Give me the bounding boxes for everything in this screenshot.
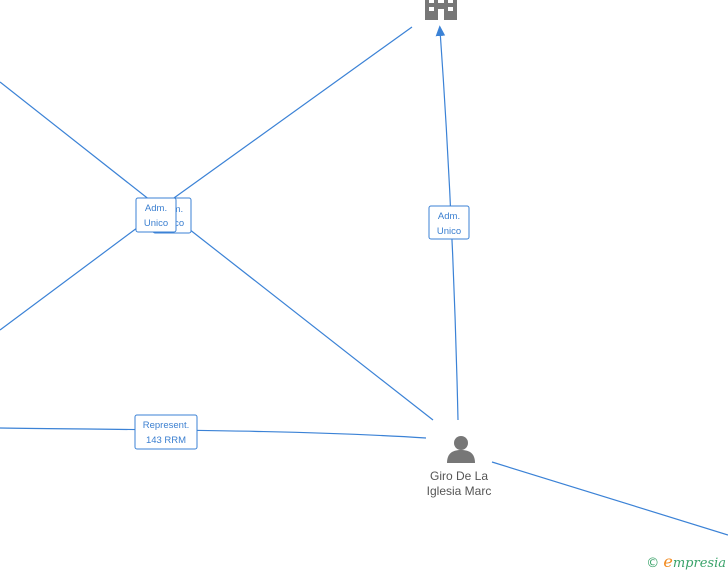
edge-label-represent-line2: 143 RRM [146,435,186,446]
edge-label-adm-1-line2: Unico [144,218,168,229]
person-name-line1: Giro De La [429,469,489,483]
edge-label-represent-line1: Represent. [143,420,189,431]
edge-label-adm-2-line1: Adm. [438,211,460,222]
building-icon[interactable] [425,0,457,20]
person-name-line2: Iglesia Marc [426,484,492,498]
edge-label-adm-2[interactable]: Adm. Unico [428,205,470,240]
brand-name-rest: mpresia [672,556,726,571]
edge-label-represent[interactable]: Represent. 143 RRM [134,414,198,450]
copyright-symbol: © [646,556,660,571]
edge-label-adm-1[interactable]: Adm. Unico [135,197,177,233]
edge-left-bottom-to-person [0,427,427,439]
edge-label-adm-1-line1: Adm. [145,203,167,214]
person-icon[interactable] [447,436,475,463]
brand-initial: e [663,552,673,571]
edge-left-middle-to-hub [0,221,146,331]
brand-watermark: © empresia [646,552,726,571]
edge-left-top-to-hub [0,81,161,209]
edge-person-to-right [491,461,728,536]
edge-label-adm-2-line2: Unico [437,226,461,237]
edge-hub-to-person [179,221,434,421]
person-name-label[interactable]: Giro De La Iglesia Marc [399,469,519,499]
edge-hub-to-company [159,26,413,209]
edge-person-to-company [435,25,459,421]
